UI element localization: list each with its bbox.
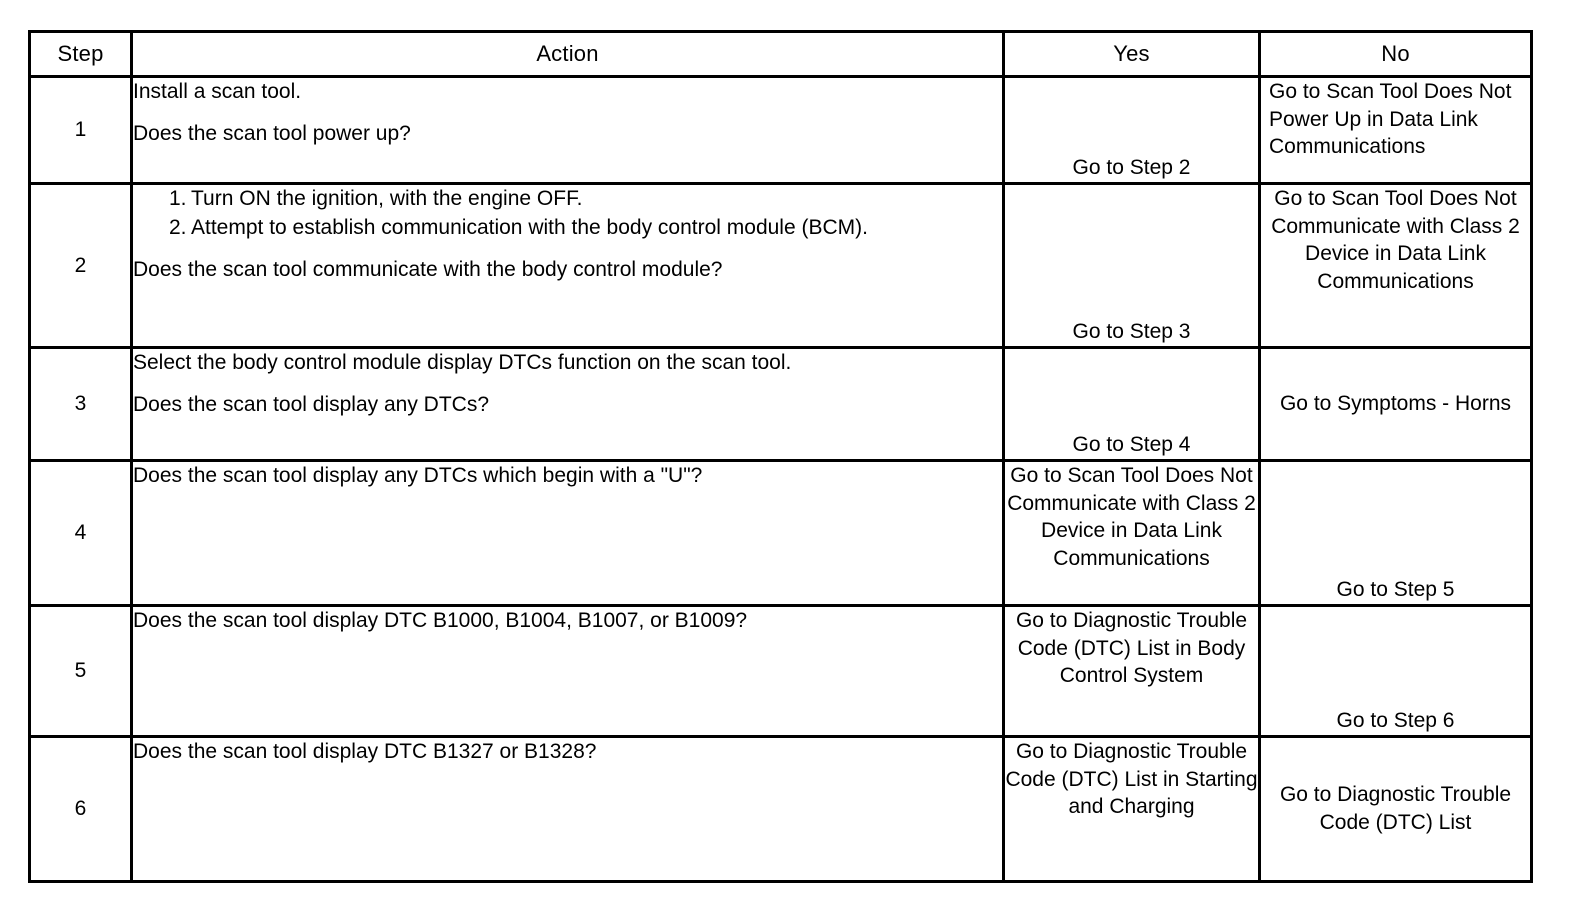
yes-answer: Go to Scan Tool Does Not Communicate wit…: [1002, 459, 1261, 607]
table-row: 3 Select the body control module display…: [28, 346, 1533, 462]
action-numbered-list: 1. Turn ON the ignition, with the engine…: [133, 185, 1002, 241]
spacer: [133, 106, 1002, 120]
table-header-row: Step Action Yes No: [28, 30, 1533, 78]
yes-answer: Go to Step 2: [1002, 75, 1261, 185]
step-number: 1: [28, 75, 133, 185]
spacer: [133, 377, 1002, 391]
no-answer: Go to Diagnostic Trouble Code (DTC) List: [1258, 735, 1533, 883]
action-cell: Select the body control module display D…: [130, 346, 1005, 462]
table-row: 2 1. Turn ON the ignition, with the engi…: [28, 182, 1533, 349]
step-number: 6: [28, 735, 133, 883]
step-number: 5: [28, 604, 133, 738]
step-number: 2: [28, 182, 133, 349]
column-header-step: Step: [28, 30, 133, 78]
list-item: 2. Attempt to establish communication wi…: [133, 214, 1002, 242]
column-header-yes: Yes: [1002, 30, 1261, 78]
action-question: Does the scan tool display any DTCs whic…: [133, 464, 703, 487]
diagnostic-step-table: Step Action Yes No 1 Install a scan tool…: [28, 30, 1533, 883]
table-row: 1 Install a scan tool. Does the scan too…: [28, 75, 1533, 185]
list-item: 1. Turn ON the ignition, with the engine…: [133, 185, 1002, 213]
column-header-no: No: [1258, 30, 1533, 78]
list-text: Turn ON the ignition, with the engine OF…: [191, 187, 583, 210]
no-answer: Go to Step 6: [1258, 604, 1533, 738]
action-cell: 1. Turn ON the ignition, with the engine…: [130, 182, 1005, 349]
action-cell: Install a scan tool. Does the scan tool …: [130, 75, 1005, 185]
list-marker: 2.: [169, 215, 187, 239]
action-question: Does the scan tool display DTC B1327 or …: [133, 740, 597, 763]
action-cell: Does the scan tool display any DTCs whic…: [130, 459, 1005, 607]
no-answer: Go to Scan Tool Does Not Communicate wit…: [1258, 182, 1533, 349]
action-cell: Does the scan tool display DTC B1000, B1…: [130, 604, 1005, 738]
no-answer: Go to Symptoms - Horns: [1258, 346, 1533, 462]
table-row: 4 Does the scan tool display any DTCs wh…: [28, 459, 1533, 607]
no-answer: Go to Scan Tool Does Not Power Up in Dat…: [1258, 75, 1533, 185]
action-question: Does the scan tool power up?: [133, 121, 411, 145]
column-header-action: Action: [130, 30, 1005, 78]
yes-answer: Go to Diagnostic Trouble Code (DTC) List…: [1002, 735, 1261, 883]
step-number: 4: [28, 459, 133, 607]
spacer: [133, 242, 1002, 256]
yes-answer: Go to Step 3: [1002, 182, 1261, 349]
list-text: Attempt to establish communication with …: [191, 215, 868, 239]
action-line: Select the body control module display D…: [133, 351, 792, 374]
yes-answer: Go to Step 4: [1002, 346, 1261, 462]
table-row: 5 Does the scan tool display DTC B1000, …: [28, 604, 1533, 738]
table-row: 6 Does the scan tool display DTC B1327 o…: [28, 735, 1533, 883]
yes-answer: Go to Diagnostic Trouble Code (DTC) List…: [1002, 604, 1261, 738]
action-question: Does the scan tool communicate with the …: [133, 258, 723, 282]
action-cell: Does the scan tool display DTC B1327 or …: [130, 735, 1005, 883]
action-question: Does the scan tool display any DTCs?: [133, 392, 490, 416]
list-marker: 1.: [169, 187, 187, 210]
step-number: 3: [28, 346, 133, 462]
action-line: Install a scan tool.: [133, 80, 302, 103]
no-answer: Go to Step 5: [1258, 459, 1533, 607]
action-question: Does the scan tool display DTC B1000, B1…: [133, 609, 748, 632]
